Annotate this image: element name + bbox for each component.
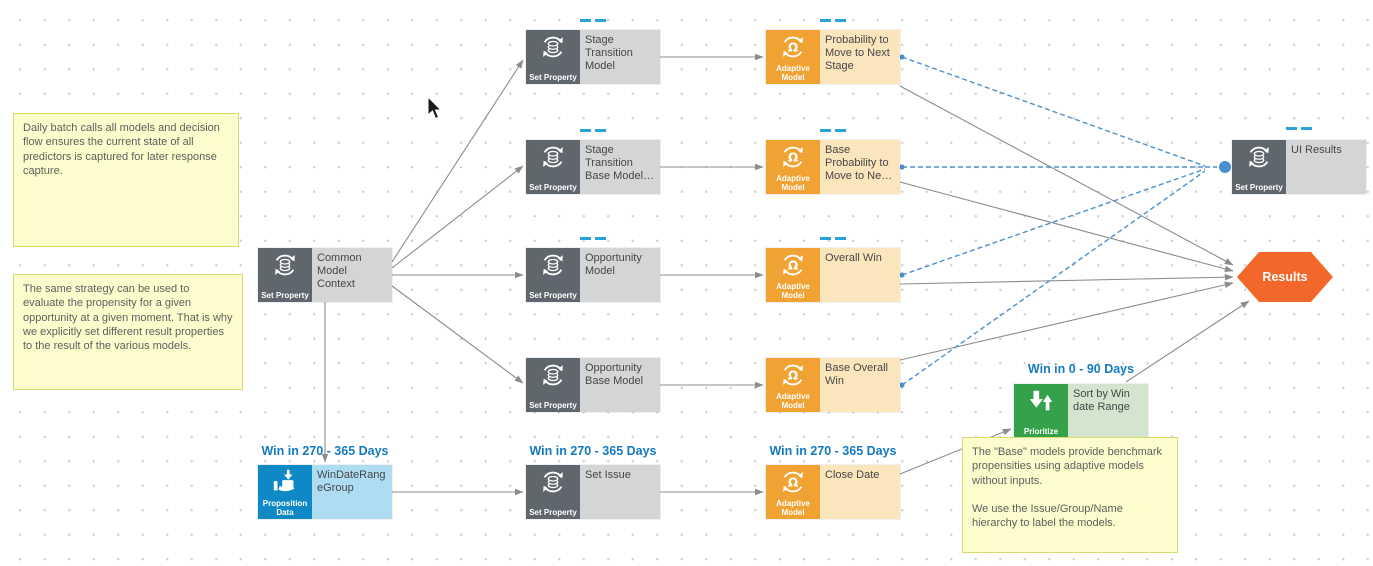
node-base-overall-win[interactable]: Ω Adaptive Model Base Overall Win <box>766 358 900 412</box>
adaptive-model-icon: Ω <box>783 36 803 58</box>
adaptive-model-shape: Ω Adaptive Model <box>766 465 820 519</box>
node-title: Base Overall Win <box>820 358 900 412</box>
node-title: Opportunity Model <box>580 248 660 302</box>
adaptive-model-shape: Ω Adaptive Model <box>766 358 820 412</box>
annotation-note[interactable]: The "Base" models provide benchmark prop… <box>962 437 1178 553</box>
node-title: Probability to Move to Next Stage <box>820 30 900 84</box>
mouse-cursor <box>427 95 443 120</box>
adaptive-model-icon: Ω <box>783 364 803 386</box>
svg-text:Ω: Ω <box>788 259 799 273</box>
set-property-shape: Set Property <box>526 140 580 194</box>
node-ui-results[interactable]: Set Property UI Results <box>1232 140 1366 194</box>
annotation-note[interactable]: The same strategy can be used to evaluat… <box>13 274 243 390</box>
set-property-icon <box>1249 146 1269 168</box>
shape-type-label: Set Property <box>529 400 577 410</box>
node-title: Opportunity Base Model <box>580 358 660 412</box>
node-marker-dash <box>1286 127 1312 130</box>
set-property-icon <box>543 146 563 168</box>
set-property-shape: Set Property <box>258 248 312 302</box>
proposition-data-shape: Proposition Data <box>258 465 312 519</box>
node-marker-dash <box>820 237 846 240</box>
set-property-shape: Set Property <box>526 30 580 84</box>
node-marker-dash <box>820 129 846 132</box>
node-stage-transition-model[interactable]: Set Property Stage Transition Model <box>526 30 660 84</box>
node-marker-dash <box>580 237 606 240</box>
shape-type-label: Adaptive Model <box>776 63 810 82</box>
node-title: Stage Transition Model <box>580 30 660 84</box>
node-title: Base Probability to Move to Ne… <box>820 140 900 194</box>
set-property-icon <box>275 254 295 276</box>
set-property-shape: Set Property <box>526 248 580 302</box>
node-opportunity-base-model[interactable]: Set Property Opportunity Base Model <box>526 358 660 412</box>
node-common-model-context[interactable]: Set Property Common Model Context <box>258 248 392 302</box>
adaptive-model-shape: Ω Adaptive Model <box>766 30 820 84</box>
node-marker-dash <box>580 129 606 132</box>
shape-type-label: Set Property <box>529 72 577 82</box>
node-win-date-range-group[interactable]: Proposition Data WinDateRangeGroup <box>258 465 392 519</box>
results-label: Results <box>1262 270 1308 284</box>
node-title: Overall Win <box>820 248 900 302</box>
shape-type-label: Prioritize <box>1023 426 1059 436</box>
shape-type-label: Set Property <box>1235 182 1283 192</box>
prioritize-icon <box>1029 390 1053 411</box>
node-title: UI Results <box>1286 140 1366 194</box>
node-marker-dash <box>580 19 606 22</box>
set-property-shape: Set Property <box>526 358 580 412</box>
flow-label: Win in 270 - 365 Days <box>769 444 897 458</box>
adaptive-model-shape: Ω Adaptive Model <box>766 140 820 194</box>
node-stage-transition-base-model[interactable]: Set Property Stage Transition Base Model… <box>526 140 660 194</box>
set-property-icon <box>543 254 563 276</box>
flow-label: Win in 0 - 90 Days <box>1027 362 1135 376</box>
adaptive-model-icon: Ω <box>783 471 803 493</box>
node-overall-win[interactable]: Ω Adaptive Model Overall Win <box>766 248 900 302</box>
adaptive-model-icon: Ω <box>783 254 803 276</box>
adaptive-model-icon: Ω <box>783 146 803 168</box>
node-marker-dash <box>820 19 846 22</box>
shape-type-label: Adaptive Model <box>776 391 810 410</box>
results-shape[interactable]: Results <box>1237 252 1333 302</box>
node-probability-move-next-stage[interactable]: Ω Adaptive Model Probability to Move to … <box>766 30 900 84</box>
svg-text:Ω: Ω <box>788 151 799 165</box>
shape-type-label: Set Property <box>529 507 577 517</box>
svg-text:Ω: Ω <box>788 369 799 383</box>
node-title: Set Issue <box>580 465 660 519</box>
node-opportunity-model[interactable]: Set Property Opportunity Model <box>526 248 660 302</box>
flow-label: Win in 270 - 365 Days <box>261 444 389 458</box>
set-property-icon <box>543 36 563 58</box>
annotation-note[interactable]: Daily batch calls all models and decisio… <box>13 113 239 247</box>
node-base-probability-move-next[interactable]: Ω Adaptive Model Base Probability to Mov… <box>766 140 900 194</box>
shape-type-label: Proposition Data <box>262 498 308 517</box>
flow-label: Win in 270 - 365 Days <box>529 444 657 458</box>
shape-type-label: Adaptive Model <box>776 173 810 192</box>
set-property-shape: Set Property <box>1232 140 1286 194</box>
svg-text:Ω: Ω <box>788 41 799 55</box>
node-title: Common Model Context <box>312 248 392 302</box>
node-close-date[interactable]: Ω Adaptive Model Close Date <box>766 465 900 519</box>
svg-text:Ω: Ω <box>788 476 799 490</box>
node-title: WinDateRangeGroup <box>312 465 392 519</box>
prioritize-shape: Prioritize <box>1014 384 1068 438</box>
shape-type-label: Adaptive Model <box>776 498 810 517</box>
node-title: Stage Transition Base Model… <box>580 140 660 194</box>
node-title: Close Date <box>820 465 900 519</box>
shape-type-label: Set Property <box>261 290 309 300</box>
node-sort-by-win-date-range[interactable]: Prioritize Sort by Win date Range <box>1014 384 1148 438</box>
set-property-icon <box>543 364 563 386</box>
set-property-icon <box>543 471 563 493</box>
shape-type-label: Set Property <box>529 182 577 192</box>
node-set-issue[interactable]: Set Property Set Issue <box>526 465 660 519</box>
node-title: Sort by Win date Range <box>1068 384 1148 438</box>
shape-type-label: Adaptive Model <box>776 281 810 300</box>
proposition-data-icon <box>273 469 295 492</box>
set-property-shape: Set Property <box>526 465 580 519</box>
shape-type-label: Set Property <box>529 290 577 300</box>
blue-dashed-connectors <box>899 54 1231 388</box>
adaptive-model-shape: Ω Adaptive Model <box>766 248 820 302</box>
